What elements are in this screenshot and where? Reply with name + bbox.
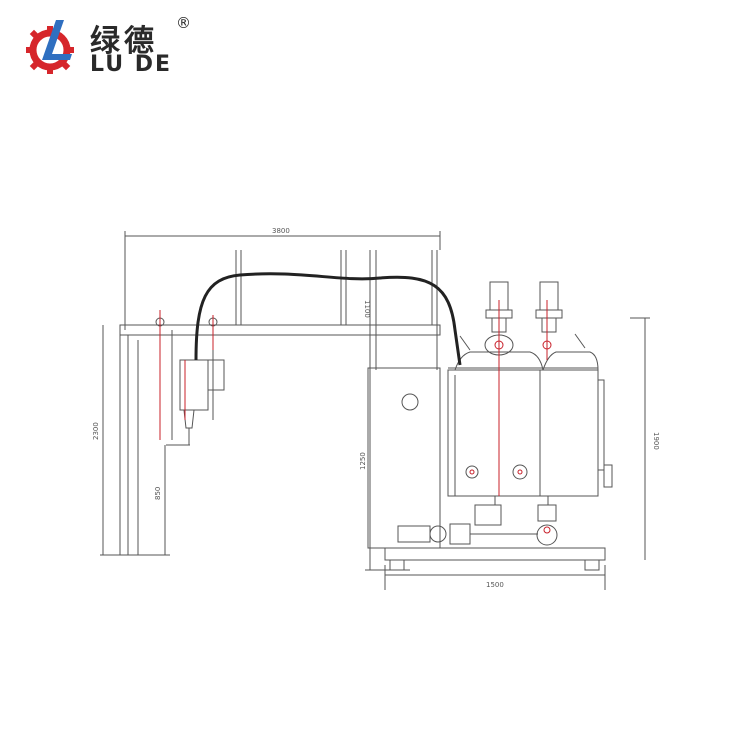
metering-pump-motor [397,525,431,543]
material-hose [194,272,462,366]
brand-name-chinese: 绿德 [90,24,158,59]
brand-logo: 绿德 ® LU DE [26,14,206,77]
dim-base-width: 1500 [486,581,504,589]
pressure-gauge-icon [401,393,419,411]
stirring-motor-right [539,281,559,311]
gear-logo-icon [26,20,74,74]
dim-tank-height: 1250 [359,452,367,470]
dim-frame-height: 1100 [363,300,371,318]
dim-top-width: 3800 [272,227,290,235]
brand-name-english: LU DE [90,52,173,77]
dim-nozzle-height: 850 [154,487,162,500]
registered-trademark: ® [176,14,191,32]
dim-overall-height: 2300 [92,422,100,440]
pump-right [536,524,558,546]
top-beam [119,324,441,336]
control-cabinet [367,367,441,549]
mixing-head [179,359,209,411]
machine-base [384,547,606,561]
material-tank [447,369,599,497]
filter [474,504,502,526]
dim-right-height: 1900 [652,432,660,450]
